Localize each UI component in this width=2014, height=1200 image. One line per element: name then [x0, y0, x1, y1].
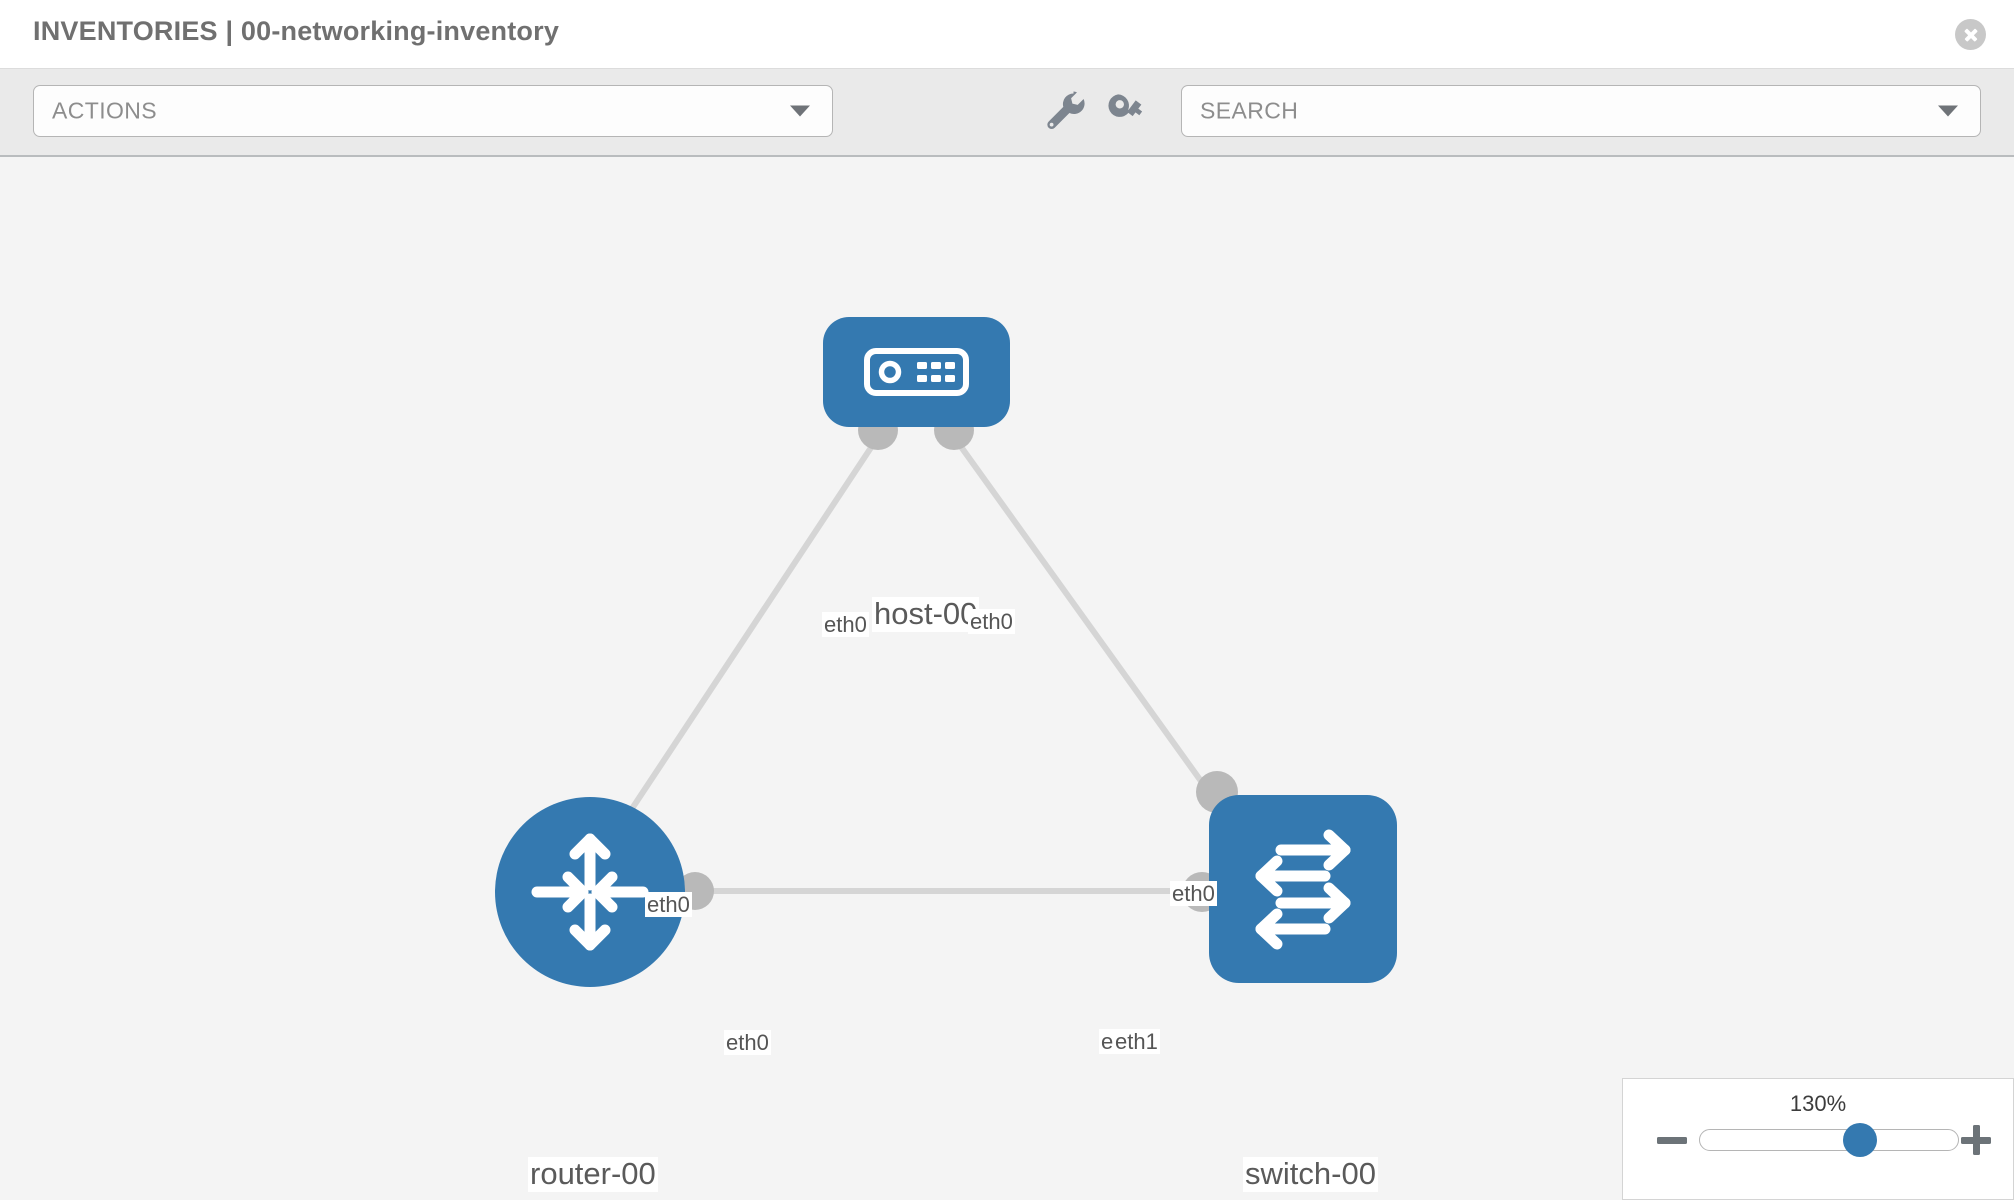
key-icon[interactable]: [1100, 85, 1152, 137]
toolbar: ACTIONS SEARCH: [0, 68, 2014, 157]
router-arrows-icon: [531, 833, 649, 951]
iface-label-switch-up: eth0: [1170, 881, 1217, 907]
server-icon: [864, 348, 969, 396]
iface-label-host-left: eth0: [822, 612, 869, 638]
node-host-00[interactable]: [823, 317, 1010, 427]
search-dropdown[interactable]: SEARCH: [1181, 85, 1981, 137]
node-label-host: host-00: [872, 596, 980, 632]
search-dropdown-label: SEARCH: [1200, 97, 1299, 124]
topology-canvas[interactable]: host-00 router-00 switch-00 eth0 eth0 et…: [0, 157, 2014, 1200]
iface-label-router-up: eth0: [645, 892, 692, 918]
iface-label-router-right: eth0: [724, 1030, 771, 1056]
topology-graph: host-00 router-00 switch-00 eth0 eth0 et…: [0, 157, 2014, 1200]
page-header: INVENTORIES | 00-networking-inventory: [0, 0, 2014, 68]
link-host-router: [597, 434, 881, 860]
iface-label-host-right: eth0: [968, 609, 1015, 635]
page-title: INVENTORIES | 00-networking-inventory: [33, 16, 560, 46]
chevron-down-icon: [790, 105, 810, 117]
zoom-control: 130%: [1622, 1078, 2014, 1200]
zoom-out-button[interactable]: [1655, 1123, 1689, 1157]
iface-label-switch-left-front: eth1: [1113, 1029, 1160, 1055]
node-label-switch: switch-00: [1243, 1156, 1378, 1192]
wrench-icon[interactable]: [1037, 85, 1089, 137]
node-switch-00[interactable]: [1209, 795, 1397, 983]
link-host-switch: [951, 434, 1219, 805]
zoom-slider-track[interactable]: [1699, 1123, 1959, 1157]
switch-arrows-icon: [1255, 829, 1351, 950]
actions-dropdown[interactable]: ACTIONS: [33, 85, 833, 137]
zoom-slider-thumb[interactable]: [1842, 1123, 1877, 1157]
close-icon[interactable]: [1955, 19, 1986, 50]
zoom-level-value: 130%: [1789, 1091, 1847, 1116]
node-router-00[interactable]: [495, 797, 685, 987]
node-label-router: router-00: [528, 1156, 658, 1192]
topology-links: [597, 434, 1219, 894]
actions-dropdown-label: ACTIONS: [52, 97, 158, 124]
chevron-down-icon: [1938, 105, 1958, 117]
zoom-in-button[interactable]: [1959, 1123, 1993, 1157]
